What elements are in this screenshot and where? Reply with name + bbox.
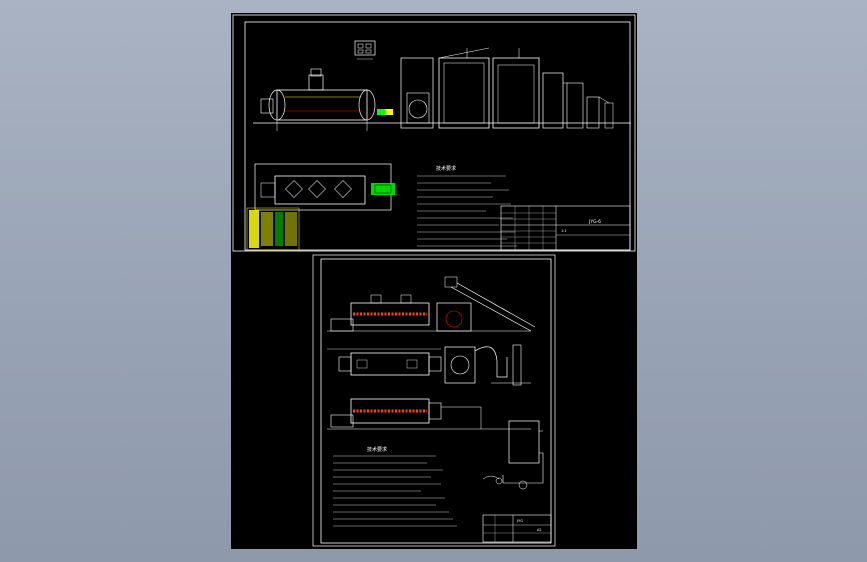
outer-frame bbox=[312, 254, 556, 547]
drawing-sheet-bottom[interactable]: 技术要求 JYG A2 bbox=[231, 253, 637, 549]
title-block-scale: 1:1 bbox=[561, 229, 567, 233]
piping-schematic bbox=[482, 420, 544, 490]
dryer-side-view-1 bbox=[327, 276, 536, 332]
title-block-bottom: JYG A2 bbox=[482, 514, 552, 543]
dryer-plan-view bbox=[254, 163, 395, 211]
inner-frame bbox=[244, 21, 631, 251]
notes-title: 技术要求 bbox=[436, 165, 456, 172]
dryer-elevation bbox=[253, 68, 631, 131]
technical-notes: 技术要求 bbox=[333, 446, 457, 527]
title-block-sheet-label: A2 bbox=[537, 528, 541, 532]
notes-title: 技术要求 bbox=[367, 446, 387, 453]
title-block-top: JYG-6 1:1 bbox=[500, 205, 631, 251]
title-block-name: JYG bbox=[516, 519, 523, 523]
parts-list-table bbox=[246, 207, 300, 251]
dryer-side-view-3 bbox=[327, 398, 531, 430]
technical-notes: 技术要求 bbox=[417, 165, 517, 247]
inner-frame bbox=[320, 258, 552, 544]
drawing-bottom-svg: 技术要求 JYG A2 bbox=[312, 254, 556, 547]
drawing-sheet-top[interactable]: 技术要求 bbox=[231, 13, 637, 253]
dryer-side-view-2 bbox=[327, 344, 531, 386]
title-block-name: JYG-6 bbox=[588, 219, 601, 225]
control-panel-symbol bbox=[354, 40, 376, 60]
outer-frame bbox=[232, 14, 636, 252]
process-chambers-elevation bbox=[400, 47, 614, 129]
drawing-top-svg: 技术要求 bbox=[232, 14, 636, 252]
